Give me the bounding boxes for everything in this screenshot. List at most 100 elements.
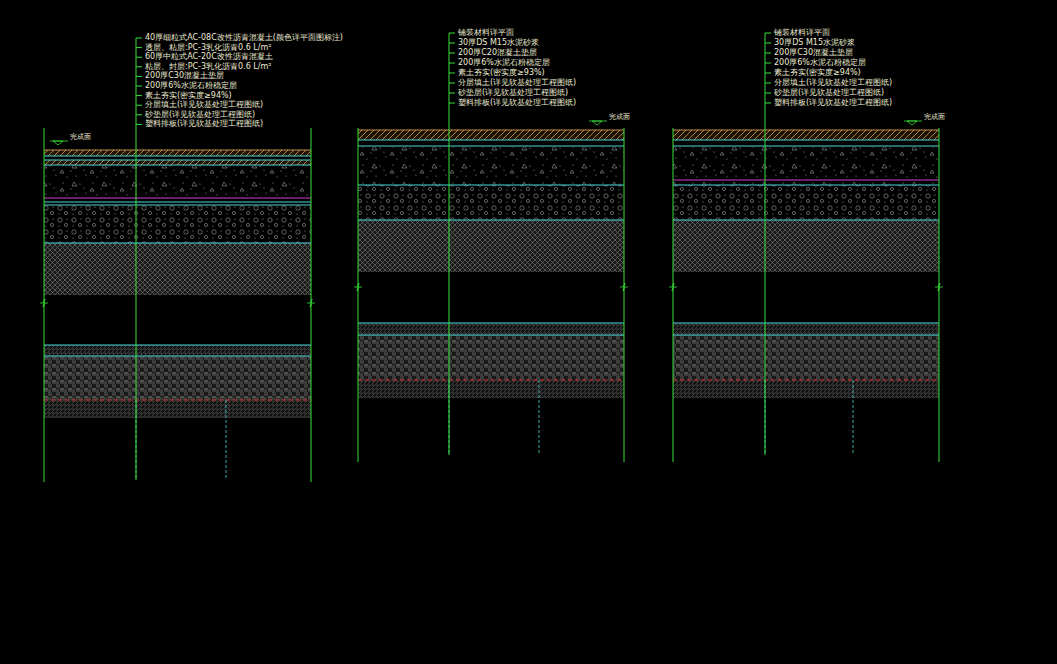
layer-hatch (358, 185, 624, 220)
layer-note: 200厚C30混凝土垫层 (774, 48, 853, 58)
break-mark (935, 283, 943, 291)
geotextile-line (673, 380, 939, 381)
leader-line (449, 33, 450, 455)
layer-hatch (358, 323, 624, 335)
leader-tick (765, 93, 771, 94)
layer-hatch (44, 400, 311, 418)
layer-hatch (358, 335, 624, 380)
layer-line (358, 146, 624, 147)
level-symbol (589, 121, 607, 125)
leader-ticks (136, 33, 771, 124)
layer-line (44, 202, 311, 203)
layer-hatch (358, 147, 624, 185)
leader-tick (136, 66, 142, 67)
layer-hatch (358, 380, 624, 398)
leader-line (765, 33, 766, 455)
level-symbol (50, 141, 68, 145)
layer-line (358, 335, 624, 336)
layer-line (358, 220, 624, 221)
level-label: 完成面 (609, 113, 630, 121)
drain-board-line (853, 380, 854, 455)
layer-hatch (673, 130, 939, 140)
leader-tick (449, 73, 455, 74)
layer-note: 200厚6%水泥石粉稳定层 (774, 58, 866, 68)
leader-tick (449, 83, 455, 84)
layer-note: 200厚6%水泥石粉稳定层 (145, 81, 237, 91)
layer-hatch (44, 160, 311, 165)
layer-hatch (44, 243, 311, 295)
leader-tick (136, 114, 142, 115)
leader-tick (765, 73, 771, 74)
leader-tick (136, 105, 142, 106)
layer-hatch (673, 323, 939, 335)
drain-board-line (539, 380, 540, 455)
layer-hatch (673, 185, 939, 220)
layer-line (673, 146, 939, 147)
layer-line (44, 150, 311, 151)
leader-tick (136, 47, 142, 48)
layer-hatch (358, 220, 624, 272)
layer-note: 砂垫层(详见软基处理工程图纸) (145, 110, 255, 120)
layer-line (673, 180, 939, 181)
layer-line (44, 165, 311, 166)
section-border (939, 128, 940, 462)
layer-line (358, 140, 624, 141)
layer-note: 素土夯实(密实度≥94%) (145, 91, 232, 101)
leader-tick (136, 124, 142, 125)
layer-line (673, 185, 939, 186)
level-label: 完成面 (924, 113, 945, 121)
layer-hatch (673, 380, 939, 398)
layer-note: 塑料排板(详见软基处理工程图纸) (145, 119, 263, 129)
pavement-section (669, 33, 943, 462)
layer-hatch (44, 345, 311, 357)
layer-note: 粘层、封层:PC-3乳化沥青0.6 L/m² (145, 62, 272, 72)
layer-line (44, 160, 311, 161)
leader-tick (449, 43, 455, 44)
layer-note: 砂垫层(详见软基处理工程图纸) (774, 88, 884, 98)
layer-note: 分层填土(详见软基处理工程图纸) (458, 78, 576, 88)
layer-hatch (44, 150, 311, 156)
layer-hatch (673, 335, 939, 380)
layer-note: 透层、粘层:PC-3乳化沥青0.6 L/m² (145, 43, 272, 53)
section-border (358, 128, 359, 462)
layer-line (44, 243, 311, 244)
break-mark (620, 283, 628, 291)
pavement-section (40, 38, 315, 482)
leader-tick (136, 57, 142, 58)
leader-tick (449, 103, 455, 104)
leader-tick (765, 33, 771, 34)
drain-board-line (226, 400, 227, 478)
layer-line (673, 130, 939, 131)
layer-line (358, 130, 624, 131)
break-mark (40, 299, 48, 307)
layer-note: 塑料排板(详见软基处理工程图纸) (774, 98, 892, 108)
layer-note: 素土夯实(密实度≥94%) (774, 68, 861, 78)
layer-note: 30厚DS M15水泥砂浆 (458, 38, 539, 48)
leader-tick (449, 63, 455, 64)
pavement-section (354, 33, 628, 462)
layer-hatch (44, 165, 311, 198)
layer-note: 素土夯实(密实度≥93%) (458, 68, 545, 78)
leader-tick (765, 103, 771, 104)
layer-note: 铺装材料详平面 (774, 28, 830, 38)
layer-line (673, 140, 939, 141)
layer-note: 200厚6%水泥石粉稳定层 (458, 58, 550, 68)
leader-tick (765, 43, 771, 44)
layer-note: 60厚中粒式AC-20C改性沥青混凝土 (145, 52, 273, 62)
leader-tick (449, 93, 455, 94)
layer-line (44, 156, 311, 157)
layer-line (358, 185, 624, 186)
layer-note: 塑料排板(详见软基处理工程图纸) (458, 98, 576, 108)
leader-tick (136, 38, 142, 39)
layer-note: 分层填土(详见软基处理工程图纸) (145, 100, 263, 110)
layer-hatch (673, 147, 939, 185)
layer-line (44, 198, 311, 199)
geotextile-line (358, 380, 624, 381)
leader-tick (765, 83, 771, 84)
break-mark (354, 283, 362, 291)
layer-line (44, 205, 311, 206)
layer-line (358, 323, 624, 324)
layer-note: 分层填土(详见软基处理工程图纸) (774, 78, 892, 88)
break-mark (669, 283, 677, 291)
